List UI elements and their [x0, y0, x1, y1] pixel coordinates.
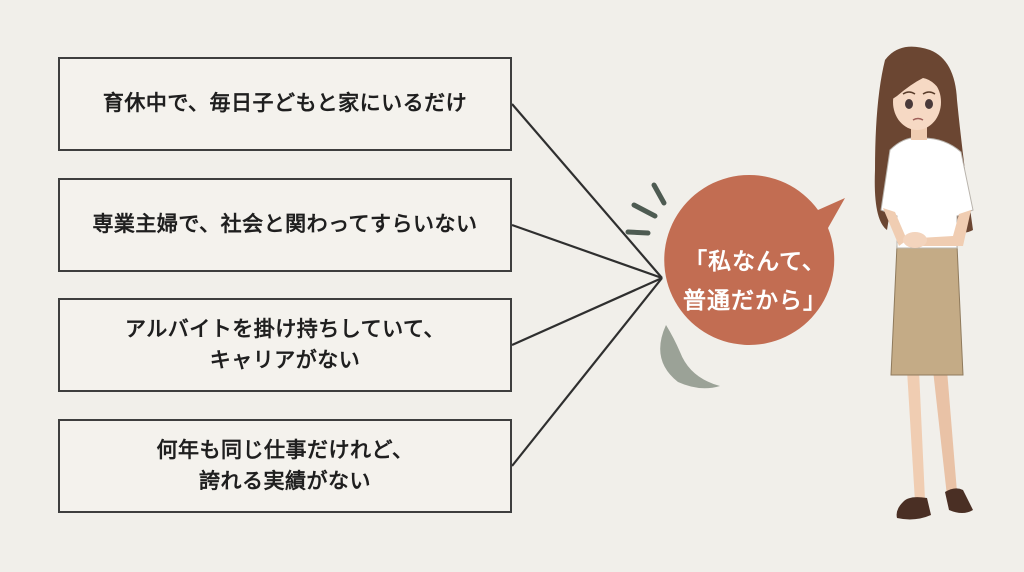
statement-text-3: アルバイトを掛け持ちしていて、 キャリアがない [125, 316, 445, 373]
statement-text-4: 何年も同じ仕事だけれど、 誇れる実績がない [156, 437, 414, 494]
statement-box-3: アルバイトを掛け持ちしていて、 キャリアがない [58, 298, 512, 392]
statement-box-1: 育休中で、毎日子どもと家にいるだけ [58, 57, 512, 151]
arm-right [919, 210, 971, 246]
worry-mark-2 [631, 202, 658, 219]
connector-line-1 [511, 103, 663, 279]
connector-line-3 [511, 276, 663, 347]
leg-right [933, 370, 957, 496]
worried-woman-illustration [874, 46, 974, 520]
statement-box-2: 専業主婦で、社会と関わってすらいない [58, 178, 512, 272]
hands [903, 232, 927, 248]
eye-left [905, 99, 913, 109]
speech-bubble-text: 「私なんて、 普通だから」 [683, 249, 827, 315]
connector-line-4 [511, 277, 663, 467]
shoe-left [896, 497, 931, 520]
statement-box-4: 何年も同じ仕事だけれど、 誇れる実績がない [58, 419, 512, 513]
speech-bubble-shadow [660, 325, 720, 389]
mouth [912, 117, 924, 121]
connector-line-2 [511, 223, 663, 280]
leg-left [907, 370, 925, 502]
worry-marks [625, 182, 667, 236]
arm-left [883, 208, 907, 246]
statement-text-1: 育休中で、毎日子どもと家にいるだけ [102, 91, 468, 116]
skirt [890, 244, 964, 376]
speech-bubble [664, 174, 845, 345]
worry-mark-3 [625, 229, 651, 236]
brow-left [902, 91, 916, 95]
shoe-right [945, 488, 973, 513]
eye-right [925, 99, 933, 109]
statement-text-2: 専業主婦で、社会と関わってすらいない [92, 212, 478, 237]
hair-bangs [890, 60, 945, 100]
brow-right [922, 91, 936, 95]
worry-mark-1 [651, 182, 667, 206]
